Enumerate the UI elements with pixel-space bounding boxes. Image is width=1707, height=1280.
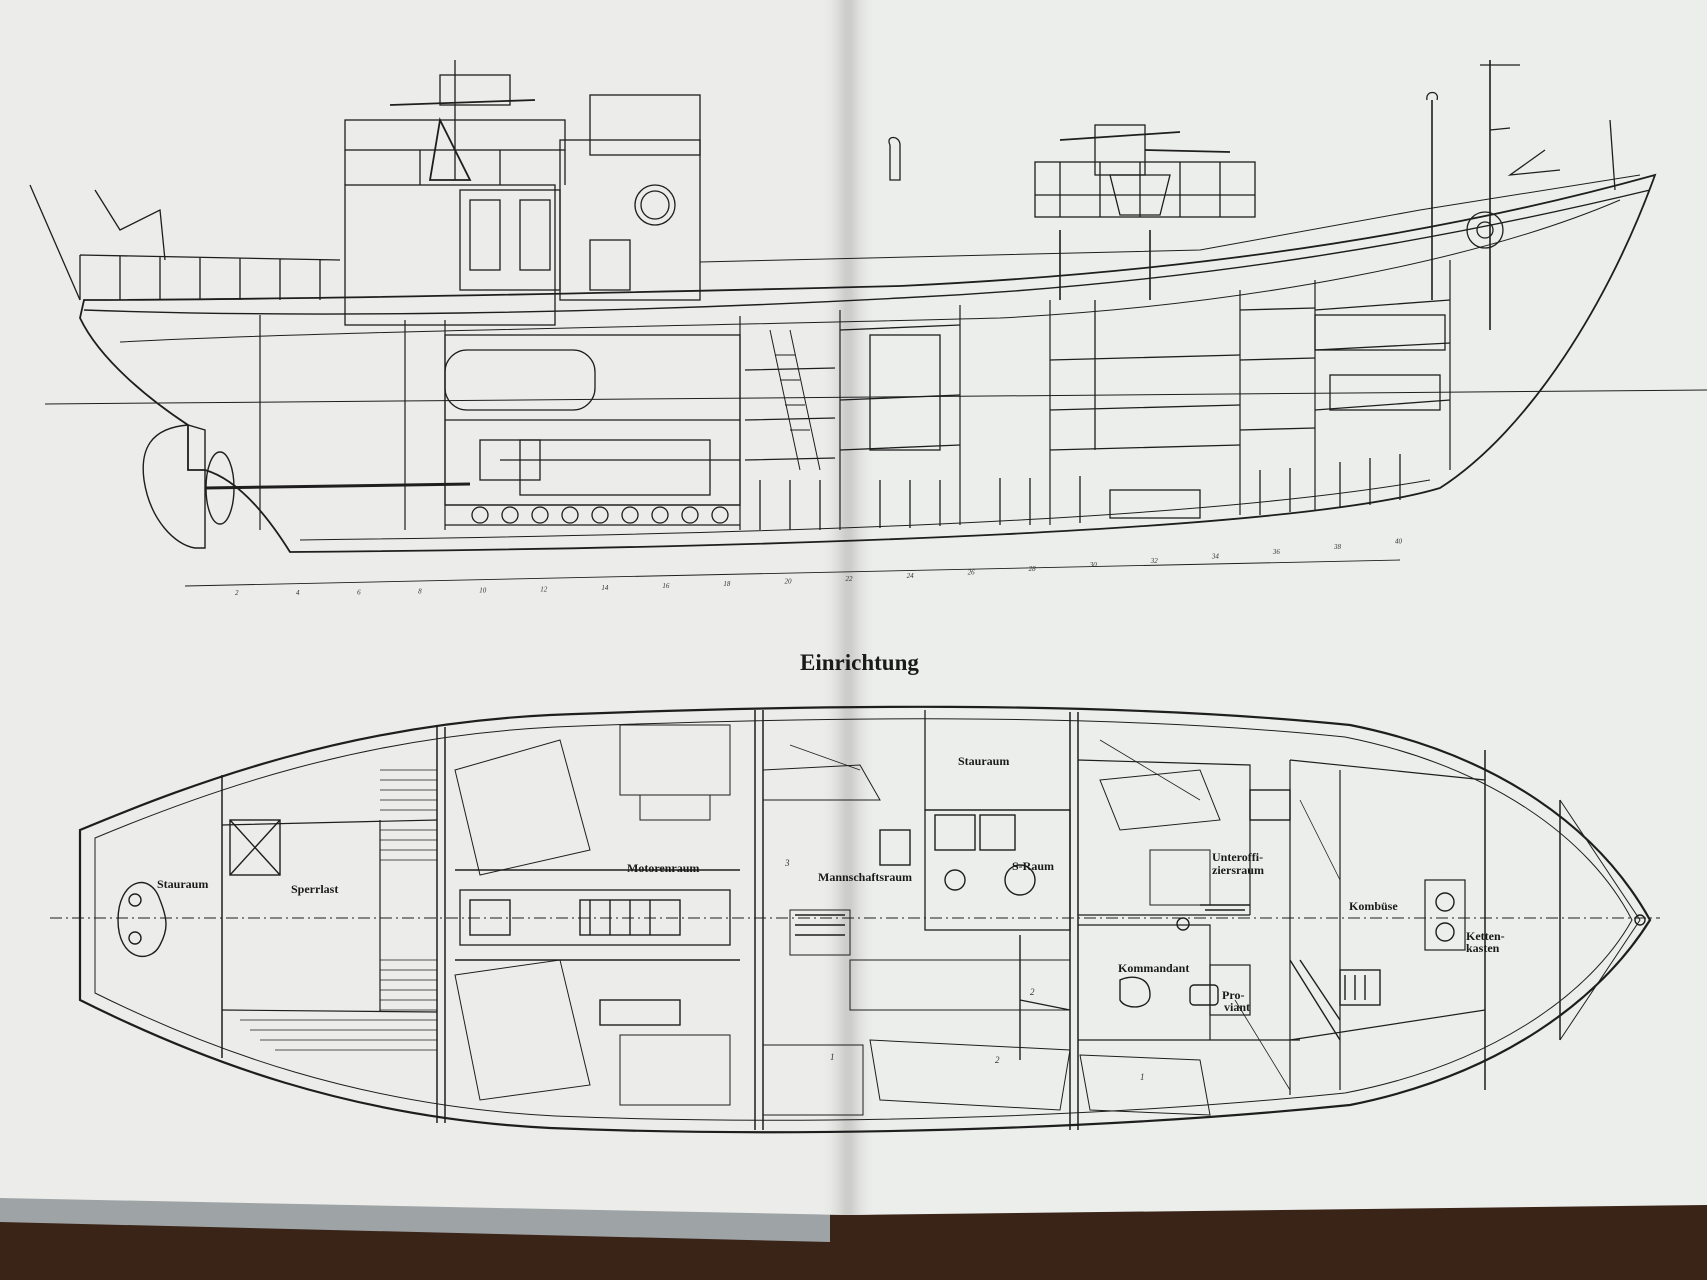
room-label-mannschaftsraum: Mannschaftsraum	[818, 870, 912, 884]
frame-number: 12	[540, 585, 548, 593]
deck-railing	[79, 254, 341, 300]
plan-marks: 3 1 2 2 1	[784, 858, 1145, 1082]
aft-gun	[389, 60, 536, 181]
frame-number: 24	[907, 572, 915, 580]
frame-number: 18	[723, 580, 731, 588]
frame-number: 16	[662, 582, 670, 590]
deck-line	[83, 189, 1651, 315]
frame-number: 22	[846, 575, 854, 583]
baseline	[184, 559, 1401, 587]
room-label-s-raum: S-Raum	[1012, 859, 1054, 873]
plan-hull-outline	[78, 705, 1652, 1134]
crew-room-plan	[762, 764, 1071, 1116]
svg-text:2: 2	[995, 1055, 1000, 1065]
engine-room-plan	[454, 724, 740, 1106]
frame-number: 32	[1150, 557, 1159, 565]
wheelhouse	[344, 184, 556, 326]
frame-number: 40	[1395, 538, 1403, 546]
po-room-plan	[1077, 759, 1291, 916]
hull-inner-line	[119, 199, 1621, 343]
room-label-sperrlast: Sperrlast	[291, 882, 338, 896]
deck-plan-drawing	[50, 705, 1660, 1134]
frame-number: 36	[1272, 548, 1281, 556]
room-label-motorenraum: Motorenraum	[627, 861, 699, 875]
frame-number: 30	[1089, 561, 1098, 569]
side-elevation-drawing	[29, 60, 1707, 587]
room-labels: Stauraum Sperrlast Motorenraum Mannschaf…	[157, 754, 1505, 1014]
frame-number: 20	[784, 577, 792, 585]
svg-text:1: 1	[1140, 1072, 1145, 1082]
galley-plan	[1289, 759, 1486, 1095]
section-title: Einrichtung	[800, 650, 919, 675]
partition-lines	[1019, 935, 1071, 1060]
frame-number: 38	[1333, 543, 1342, 551]
room-label-stauraum-aft: Stauraum	[157, 877, 208, 891]
plan-hull-inner	[94, 718, 1633, 1121]
svg-text:3: 3	[784, 858, 790, 868]
right-page	[848, 0, 1707, 1215]
bow-hawse	[1634, 914, 1646, 926]
frame-number: 6	[357, 588, 361, 596]
commander-room-plan	[1078, 917, 1300, 1116]
hull-outline	[79, 173, 1657, 553]
s-raum-walls	[924, 809, 1071, 931]
frame-number: 34	[1211, 553, 1220, 561]
waterline	[44, 389, 1707, 405]
frame-number: 10	[479, 587, 487, 595]
porthole	[634, 184, 676, 226]
frame-number: 26	[968, 569, 976, 577]
propeller-shaft	[204, 482, 471, 490]
svg-text:2: 2	[1030, 987, 1035, 997]
room-label-proviant-2: viant	[1224, 1000, 1250, 1014]
double-bottom-frames	[445, 504, 740, 526]
room-label-proviant: Pro-	[1222, 988, 1244, 1002]
svg-text:1: 1	[830, 1052, 835, 1062]
keel-line	[299, 479, 1431, 541]
frame-number: 28	[1029, 565, 1037, 573]
room-label-kommandant: Kommandant	[1118, 961, 1189, 975]
frame-number: 14	[601, 584, 609, 592]
frame-number: 2	[235, 589, 239, 597]
room-label-kombuese: Kombüse	[1349, 899, 1398, 913]
forward-gun	[1059, 124, 1231, 216]
foremast	[1426, 60, 1616, 330]
sperrlast-gratings	[240, 769, 437, 1051]
rudder	[142, 424, 206, 549]
frame-number: 4	[296, 589, 300, 597]
left-page	[0, 0, 848, 1215]
room-label-unteroffiziersraum: Unteroffi-	[1212, 850, 1263, 864]
windlass	[1466, 211, 1504, 249]
frame-number: 8	[418, 588, 422, 596]
room-label-unteroffiziersraum-2: ziersraum	[1212, 863, 1264, 877]
room-label-kettenkasten-2: kasten	[1466, 941, 1500, 955]
book-gutter	[820, 0, 876, 1215]
room-label-kettenkasten: Ketten-	[1466, 929, 1505, 943]
rudder-quadrant	[117, 881, 167, 958]
room-label-stauraum-mid: Stauraum	[958, 754, 1009, 768]
